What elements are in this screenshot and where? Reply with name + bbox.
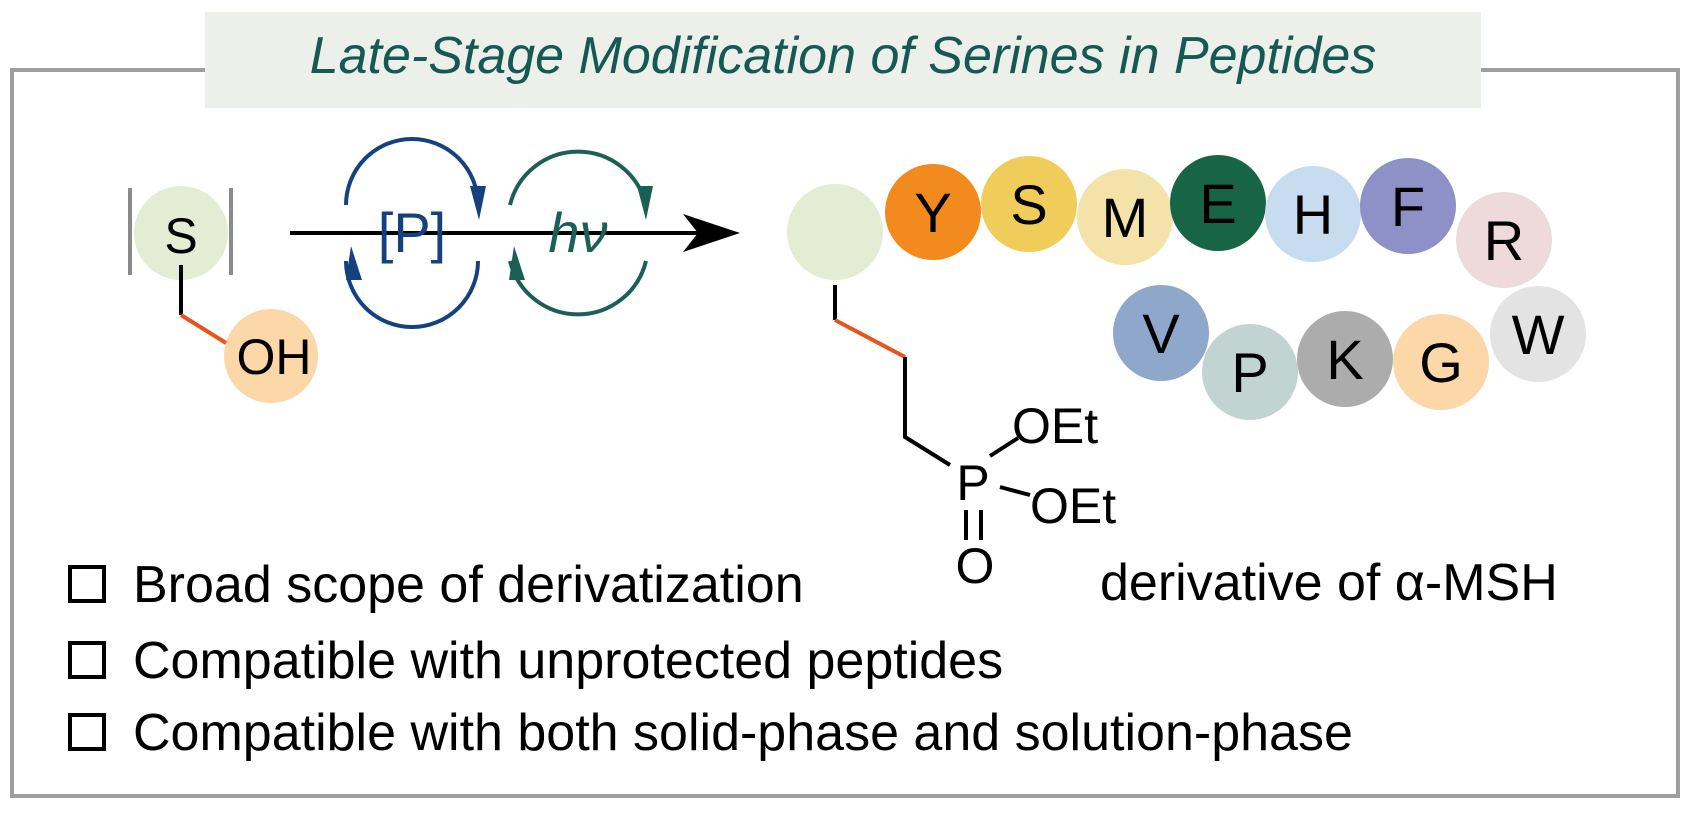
bullet-text-3: Compatible with both solid-phase and sol… xyxy=(133,704,1353,762)
bullet-text-1: Broad scope of derivatization xyxy=(133,556,804,614)
modified-serine-circle xyxy=(787,184,883,280)
residue-bead-y xyxy=(885,164,981,260)
residue-label-f: F xyxy=(1391,175,1425,238)
serine-backbone-circle xyxy=(134,186,228,280)
residue-bead-w xyxy=(1490,286,1586,382)
product-side-chain: P OEt OEt O derivative of α-MSH xyxy=(787,184,1558,612)
sulfur-like-label: S xyxy=(164,208,197,264)
light-cycle-arrow-icon-2 xyxy=(509,246,525,280)
light-cycle-arrow-icon xyxy=(637,186,653,220)
residue-bead-v xyxy=(1113,285,1209,381)
residue-bead-r xyxy=(1456,192,1552,288)
light-label: hν xyxy=(548,201,607,264)
photocatalyst-cycle-arc-bottom xyxy=(344,260,480,329)
residue-bead-s xyxy=(981,156,1077,252)
residue-bead-m xyxy=(1077,169,1173,265)
residue-label-m: M xyxy=(1102,186,1149,249)
residue-bead-g xyxy=(1393,314,1489,410)
light-cycle-arc-bottom xyxy=(508,260,648,317)
p-oet-bond-1 xyxy=(988,436,1020,458)
bullet-box-1 xyxy=(68,565,106,603)
title-banner xyxy=(205,12,1481,108)
reaction-arrowhead-icon xyxy=(683,214,740,252)
c-o-bond xyxy=(179,313,228,345)
residue-label-k: K xyxy=(1326,328,1363,391)
chain-bond-black-2 xyxy=(903,357,952,467)
ethoxy-label-2: OEt xyxy=(1030,478,1116,534)
residue-label-v: V xyxy=(1142,302,1180,365)
chain-bond-orange xyxy=(834,318,906,359)
photocatalyst-cycle-arc-top xyxy=(344,137,480,206)
residue-bead-h xyxy=(1265,166,1361,262)
residue-label-g: G xyxy=(1419,331,1463,394)
residue-label-w: W xyxy=(1512,303,1565,366)
photocatalyst-label: [P] xyxy=(378,201,446,264)
residue-bead-p xyxy=(1202,324,1298,420)
product-caption: derivative of α-MSH xyxy=(1100,554,1558,612)
hydroxyl-label: OH xyxy=(237,329,312,385)
bullet-text-2: Compatible with unprotected peptides xyxy=(133,632,1003,690)
residue-bead-e xyxy=(1170,155,1266,251)
residue-bead-k xyxy=(1297,311,1393,407)
bullet-box-3 xyxy=(68,713,106,751)
frame-border xyxy=(10,68,1680,798)
residue-label-e: E xyxy=(1199,172,1236,235)
residue-bead-f xyxy=(1360,158,1456,254)
catalysis-arrow: [P] hν xyxy=(290,137,740,329)
phosphorus-label: P xyxy=(956,455,989,511)
photocatalyst-arrow-icon-2 xyxy=(346,246,362,280)
p-oet-bond-2 xyxy=(999,485,1031,497)
title-text: Late-Stage Modification of Serines in Pe… xyxy=(310,27,1377,85)
residue-label-y: Y xyxy=(914,181,951,244)
residue-label-s: S xyxy=(1010,173,1047,236)
residue-label-p: P xyxy=(1231,341,1268,404)
residue-label-r: R xyxy=(1484,209,1524,272)
light-cycle-arc-top xyxy=(508,149,648,206)
photocatalyst-arrow-icon xyxy=(470,186,486,220)
ethoxy-label-1: OEt xyxy=(1012,398,1098,454)
oxo-label: O xyxy=(956,538,995,594)
oh-circle xyxy=(224,309,318,403)
bullet-box-2 xyxy=(68,641,106,679)
serine-reactant: S OH xyxy=(128,186,318,403)
residue-label-h: H xyxy=(1293,183,1333,246)
feature-list: Broad scope of derivatization Compatible… xyxy=(68,556,1353,762)
